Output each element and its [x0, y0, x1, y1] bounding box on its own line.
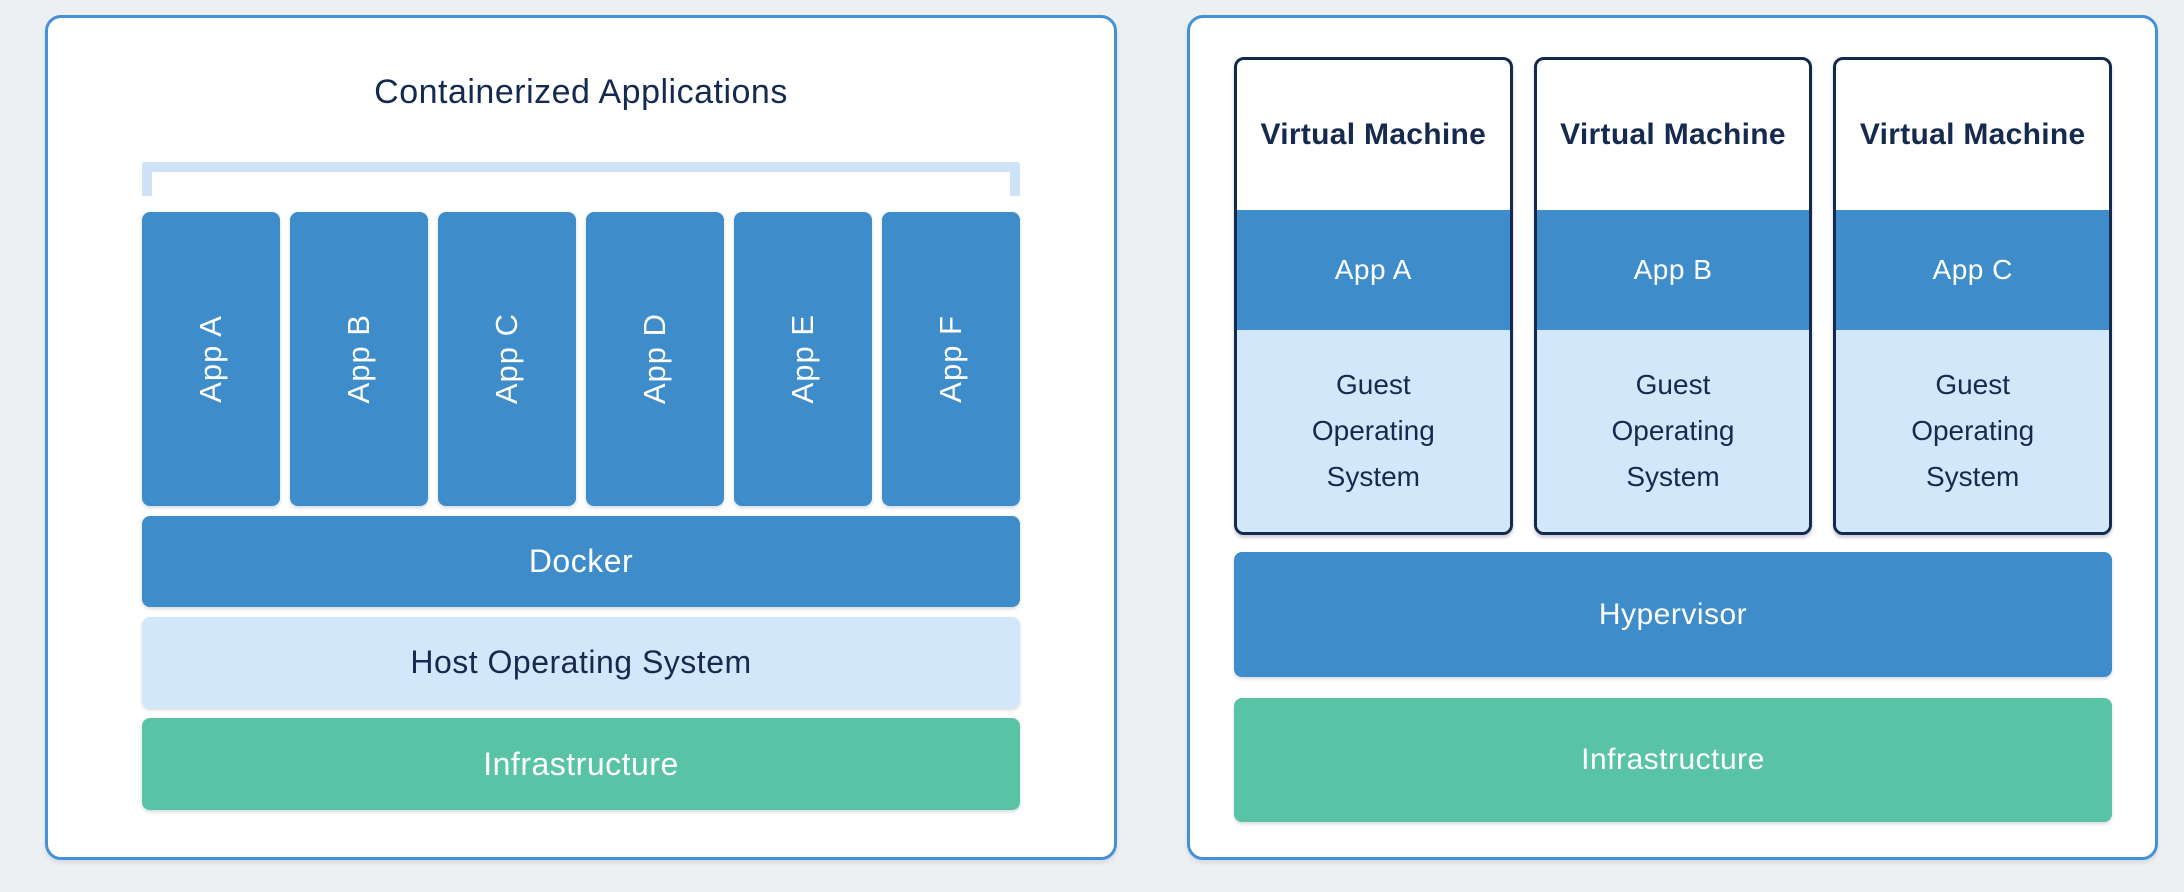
vm-app-layer: App A [1237, 210, 1510, 330]
vm-guest-os-label: Guest Operating System [1311, 368, 1435, 493]
containers-group-bracket [142, 162, 1020, 196]
vm-card: Virtual Machine App A Guest Operating Sy… [1234, 57, 1513, 535]
vms-panel: Virtual Machine App A Guest Operating Sy… [1187, 15, 2158, 860]
container-app-box: App E [734, 212, 872, 506]
vm-card: Virtual Machine App C Guest Operating Sy… [1833, 57, 2113, 535]
infrastructure-layer: Infrastructure [142, 718, 1020, 810]
container-app-label: App B [341, 314, 376, 404]
vm-guest-os-layer: Guest Operating System [1836, 330, 2110, 532]
container-apps-row: App A App B App C App D App E App F [142, 212, 1020, 506]
container-app-label: App F [933, 315, 968, 403]
container-app-label: App D [637, 313, 672, 405]
infrastructure-layer: Infrastructure [1234, 698, 2112, 822]
vm-card: Virtual Machine App B Guest Operating Sy… [1533, 57, 1813, 535]
docker-layer: Docker [142, 516, 1020, 607]
hypervisor-layer: Hypervisor [1234, 552, 2112, 677]
container-app-label: App C [489, 313, 524, 405]
container-app-box: App B [290, 212, 428, 506]
vm-app-layer: App C [1836, 210, 2110, 330]
container-app-box: App D [586, 212, 724, 506]
vm-title: Virtual Machine [1260, 118, 1487, 151]
container-app-label: App E [785, 314, 820, 404]
vm-guest-os-layer: Guest Operating System [1237, 330, 1510, 532]
vm-title: Virtual Machine [1560, 118, 1786, 151]
container-app-box: App A [142, 212, 280, 506]
container-app-label: App A [193, 315, 228, 403]
vm-row: Virtual Machine App A Guest Operating Sy… [1234, 57, 2113, 535]
vm-title: Virtual Machine [1859, 118, 2086, 151]
vm-guest-os-label: Guest Operating System [1911, 368, 2035, 493]
container-app-box: App C [438, 212, 576, 506]
containers-panel-title: Containerized Applications [374, 73, 788, 111]
containers-panel: Containerized Applications App A App B A… [45, 15, 1117, 860]
container-app-box: App F [882, 212, 1020, 506]
vm-guest-os-label: Guest Operating System [1611, 368, 1735, 493]
vm-app-layer: App B [1536, 210, 1810, 330]
host-os-layer: Host Operating System [142, 617, 1020, 708]
vm-guest-os-layer: Guest Operating System [1536, 330, 1810, 532]
